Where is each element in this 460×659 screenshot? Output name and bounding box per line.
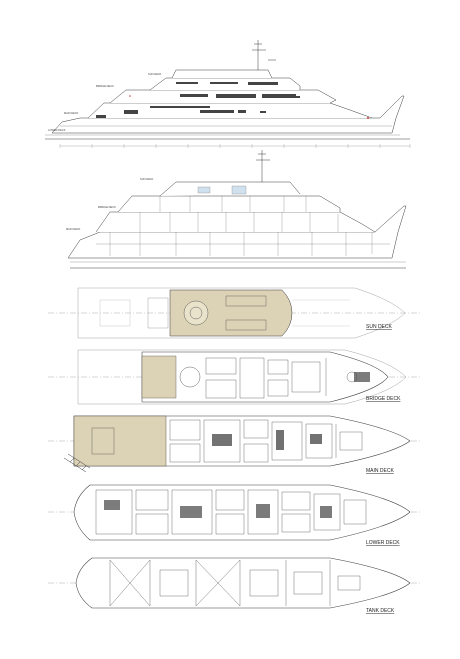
plan-sun-deck: SUN DECK bbox=[48, 287, 420, 339]
exterior-profile bbox=[45, 40, 410, 140]
section-deck-labels: SUN DECK BRIDGE DECK MAIN DECK bbox=[66, 177, 154, 231]
deck-title-sun: SUN DECK bbox=[366, 324, 393, 330]
section-label-main-deck: MAIN DECK bbox=[66, 227, 81, 231]
label-sun-deck: SUN DECK bbox=[148, 72, 162, 76]
section-profile bbox=[67, 150, 407, 269]
section-label-bridge-deck: BRIDGE DECK bbox=[98, 205, 116, 209]
profile-deck-labels: SUN DECK BRIDGE DECK MAIN DECK LOWER DEC… bbox=[48, 72, 162, 132]
section-label-sun-deck: SUN DECK bbox=[140, 177, 154, 181]
frame-scale-1 bbox=[59, 144, 411, 148]
plan-bridge-deck: BRIDGE DECK bbox=[48, 349, 420, 405]
label-bridge-deck: BRIDGE DECK bbox=[96, 84, 114, 88]
plan-tank-deck: TANK DECK bbox=[48, 557, 420, 614]
label-lower-deck: LOWER DECK bbox=[48, 128, 66, 132]
label-main-deck: MAIN DECK bbox=[64, 111, 79, 115]
deck-title-lower: LOWER DECK bbox=[366, 540, 400, 546]
deck-title-bridge: BRIDGE DECK bbox=[366, 396, 401, 402]
plan-lower-deck: LOWER DECK bbox=[48, 484, 420, 546]
deck-title-tank: TANK DECK bbox=[366, 608, 395, 614]
plan-main-deck: MAIN DECK bbox=[48, 415, 420, 474]
deck-title-main: MAIN DECK bbox=[366, 468, 394, 474]
